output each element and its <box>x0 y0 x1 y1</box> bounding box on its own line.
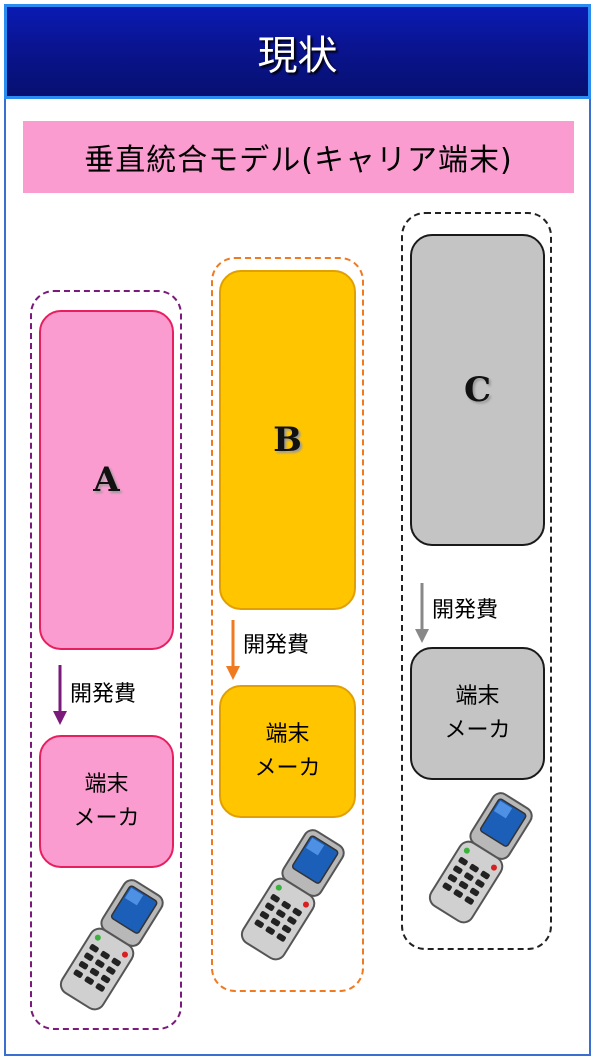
page-title: 現状 <box>257 32 338 79</box>
carrier-box-a: A <box>39 310 174 650</box>
group-b-outline <box>211 257 364 992</box>
carrier-box-c: C <box>410 234 545 546</box>
maker-box-a: 端末 メーカ <box>39 735 174 868</box>
maker-box-c: 端末 メーカ <box>410 647 545 780</box>
subtitle-text: 垂直統合モデル(キャリア端末) <box>84 143 513 178</box>
group-c-outline <box>401 212 552 950</box>
maker-label-b: 端末 メーカ <box>254 721 321 781</box>
carrier-label-c: C <box>463 370 492 410</box>
flip-phone-icon <box>240 829 345 961</box>
flip-phone-icon <box>428 792 533 924</box>
maker-box-b: 端末 メーカ <box>219 685 356 818</box>
carrier-label-b: B <box>273 420 302 460</box>
group-a-outline <box>30 290 182 1030</box>
cost-label-c: 開発費 <box>432 598 499 623</box>
down-arrow-icon <box>53 665 67 725</box>
subtitle-banner: 垂直統合モデル(キャリア端末) <box>23 121 574 193</box>
maker-label-c: 端末 メーカ <box>444 683 511 743</box>
cost-label-b: 開発費 <box>243 633 310 658</box>
down-arrow-icon <box>226 620 240 680</box>
carrier-box-b: B <box>219 270 356 610</box>
title-bar: 現状 <box>4 4 591 99</box>
down-arrow-icon <box>415 583 429 643</box>
carrier-label-a: A <box>93 460 120 500</box>
maker-label-a: 端末 メーカ <box>73 771 140 831</box>
cost-label-a: 開発費 <box>70 682 137 707</box>
flip-phone-icon <box>59 879 164 1011</box>
